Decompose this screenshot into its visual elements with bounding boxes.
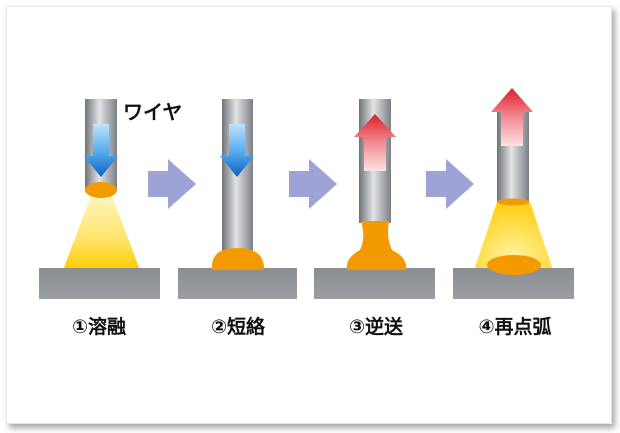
step-3-reverse-feed <box>314 99 435 299</box>
base-metal <box>178 268 297 299</box>
molten-droplet <box>85 182 117 198</box>
base-metal <box>314 268 435 299</box>
step-label-4: ④再点弧 <box>478 316 552 338</box>
wire <box>222 99 253 259</box>
step-2-short-circuit <box>178 99 297 299</box>
step-label-3: ③逆送 <box>348 316 404 338</box>
molten-tip <box>497 198 529 206</box>
base-metal <box>39 268 160 299</box>
down-arrow-icon <box>84 124 118 177</box>
step-arrow-icon <box>289 159 337 209</box>
arc-cone <box>63 193 140 270</box>
step-1-melting <box>39 99 160 299</box>
step-label-2: ②短絡 <box>210 316 266 338</box>
up-arrow-icon <box>491 88 533 146</box>
molten-pool <box>211 248 265 270</box>
molten-pool <box>487 255 541 275</box>
arc-cone <box>474 202 553 270</box>
step-4-reignition <box>453 88 574 299</box>
step-label-1: ①溶融 <box>71 316 127 338</box>
molten-neck <box>346 221 407 270</box>
wire-label: ワイヤ <box>123 100 183 124</box>
down-arrow-icon <box>220 124 254 177</box>
step-arrow-icon <box>426 159 474 209</box>
up-arrow-icon <box>354 114 396 171</box>
step-arrow-icon <box>148 159 196 209</box>
